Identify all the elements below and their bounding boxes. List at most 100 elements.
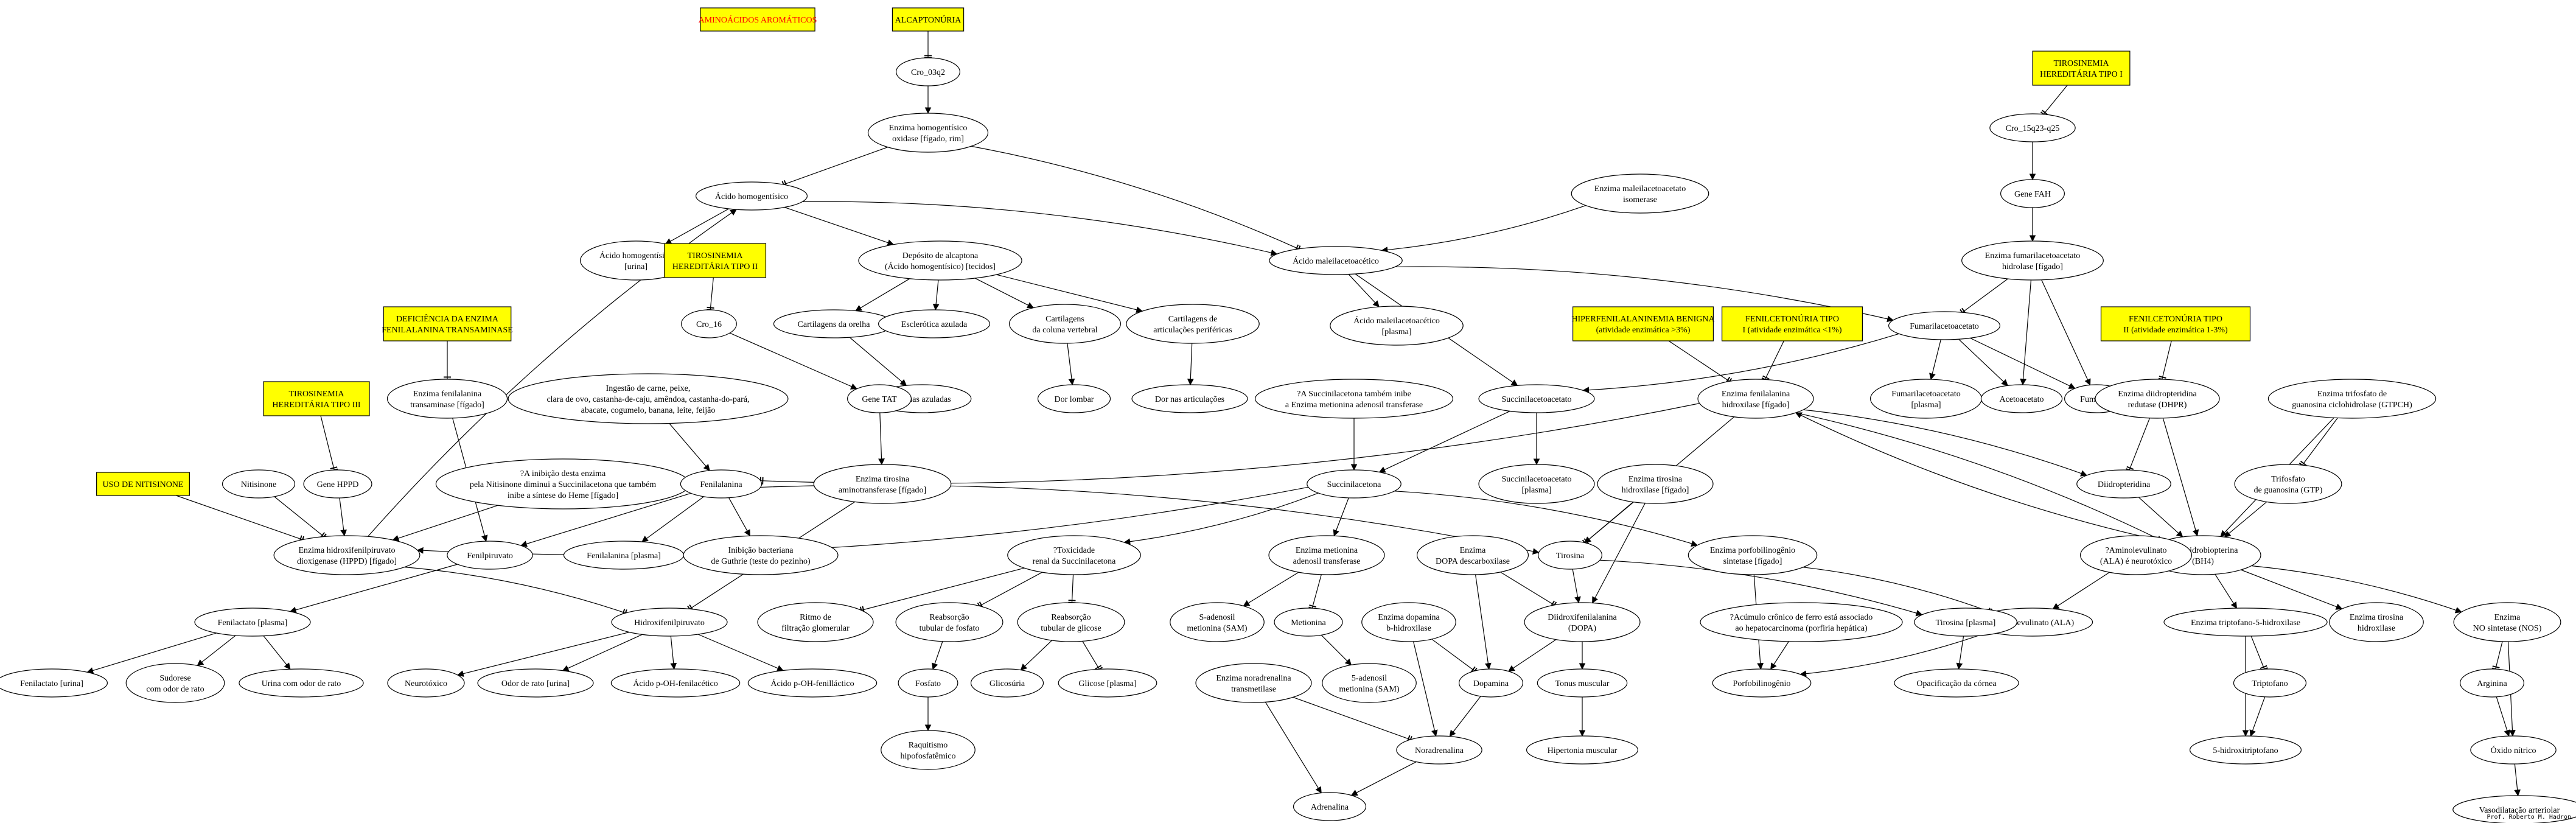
node-shape [681, 309, 737, 338]
edge-dep-ea [932, 279, 940, 311]
node-label: Enzima diidropteridina [2118, 390, 2197, 399]
node-shape [1894, 668, 2019, 698]
node-shape [386, 379, 508, 419]
ellipse-node-phe: Fenilalanina [680, 469, 763, 499]
edge-usonit-ehppd [176, 495, 305, 544]
node-shape [1700, 602, 1903, 642]
node-label: Ingestão de carne, peixe, [606, 384, 691, 393]
edge-emi-mal [1381, 205, 1586, 253]
edge-ahg-dep [784, 206, 895, 246]
edge-hpp-neu [456, 631, 630, 677]
node-label: Cartilagens de [1168, 315, 1217, 324]
node-shape [757, 602, 874, 642]
edge-hpp-odr [562, 634, 643, 671]
ellipse-node-apac: Ácido p-OH-fenilacético [610, 668, 741, 698]
node-label: (DOPA) [1568, 624, 1596, 633]
edge-qac-pbg [1770, 641, 1789, 670]
node-label: Depósito de alcaptona [902, 251, 979, 261]
node-shape [125, 663, 225, 703]
ellipse-node-da: Dor nas articulações [1131, 384, 1248, 413]
node-shape [1322, 663, 1417, 703]
ellipse-node-dep: Depósito de alcaptona(Ácido homogentísic… [858, 240, 1022, 281]
node-label: Porfobilinogênio [1733, 679, 1791, 688]
node-label: Cartilagens da orelha [798, 320, 871, 329]
ellipse-node-adr: Adrenalina [1293, 792, 1367, 821]
node-label: DEFICIÊNCIA DA ENZIMA [396, 313, 499, 324]
node-label: AMINOÁCIDOS AROMÁTICOS [699, 15, 817, 25]
ellipse-node-hipm: Hipertonia muscular [1526, 735, 1639, 765]
edge-hpp-apac [670, 636, 677, 670]
node-label: Reabsorção [1051, 613, 1091, 622]
node-shape [1888, 311, 2001, 340]
node-label: Glicose [plasma] [1078, 679, 1136, 688]
node-label: renal da Succinilacetona [1033, 557, 1117, 566]
ellipse-node-gliu: Glicosúria [970, 668, 1044, 698]
node-label: FENILCETONÚRIA TIPO [1745, 313, 1839, 324]
ellipse-node-fosf: Fosfato [898, 668, 958, 698]
node-label: HEREDITÁRIA TIPO I [2040, 69, 2123, 79]
node-shape [1571, 173, 1709, 214]
node-label: ?Toxicidade [1053, 546, 1095, 555]
node-label: FENILALANINA TRANSAMINASE [382, 326, 513, 335]
edge-flac-urod [263, 636, 291, 670]
node-label: NO sintetase (NOS) [2473, 624, 2542, 633]
node-label: HIPERFENILALANINEMIA BENIGNA [1571, 315, 1715, 324]
ellipse-node-tyrp: Tirosina [plasma] [1914, 608, 2017, 637]
edge-sucac-tox [1123, 492, 1319, 545]
node-label: 5-hidroxitriptofano [2213, 746, 2278, 755]
node-label: Gene FAH [2014, 190, 2051, 199]
ellipse-node-fum: Fumarilacetoacetato [1888, 311, 2001, 340]
ellipse-node-urod: Urina com odor de rato [239, 668, 364, 698]
node-label: Ácido p-OH-fenilláctico [770, 678, 854, 688]
node-label: Enzima maleilacetoacetato [1594, 184, 1686, 194]
ellipse-node-tox: ?Toxicidade renal da Succinilacetona [1007, 535, 1141, 575]
ellipse-node-cro16: Cro_16 [681, 309, 737, 338]
node-shape [1361, 602, 1456, 642]
ellipse-node-acet: Acetoacetato [1980, 384, 2063, 413]
node-label: USO DE NITISINONE [103, 480, 184, 489]
node-label: Acetoacetato [1999, 395, 2044, 404]
node-shape [2233, 668, 2307, 698]
node-shape [878, 309, 991, 338]
edge-ehppd-hpp [404, 567, 627, 617]
node-label: Enzima fumarilacetoacetato [1985, 251, 2081, 261]
node-label: filtração glomerular [781, 624, 850, 633]
node-shape [683, 535, 839, 575]
node-shape [1524, 602, 1641, 642]
ellipse-node-dihp: Diidropteridina [2076, 469, 2171, 499]
node-shape [194, 608, 311, 637]
edge-dep-cap [996, 274, 1143, 313]
edge-emat-met [1308, 574, 1322, 610]
edge-bh4-enos [2251, 565, 2462, 614]
edge-bh4-et5h [2215, 573, 2238, 609]
node-label: Esclerótica azulada [901, 320, 968, 329]
edge-efah2-bh4 [1795, 412, 2164, 542]
edge-epbg-ala [1803, 567, 1993, 616]
node-label: TIROSINEMIA [688, 251, 744, 261]
node-label: FENILCETONÚRIA TIPO [2129, 313, 2222, 324]
node-label: Reabsorção [929, 613, 969, 622]
edge-bh4-efah2 [1795, 412, 2163, 542]
node-label: tubular de glicose [1041, 624, 1101, 633]
node-label: II (atividade enzimática 1-3%) [2123, 326, 2228, 335]
node-label: ?Aminolevulinato [2105, 546, 2166, 555]
node-label: Enzima tirosina [856, 475, 910, 484]
node-shape [477, 668, 594, 698]
edge-tyrp-opc [1956, 636, 1964, 670]
node-label: Enzima dopamina [1378, 613, 1440, 622]
edge-ahg-mal [802, 201, 1278, 256]
node-label: Ácido homogentísico [715, 191, 788, 201]
ellipse-node-rtg: Reabsorção tubular de glicose [1017, 602, 1125, 642]
node-shape [895, 57, 960, 86]
node-label: Nitisinone [241, 480, 276, 489]
